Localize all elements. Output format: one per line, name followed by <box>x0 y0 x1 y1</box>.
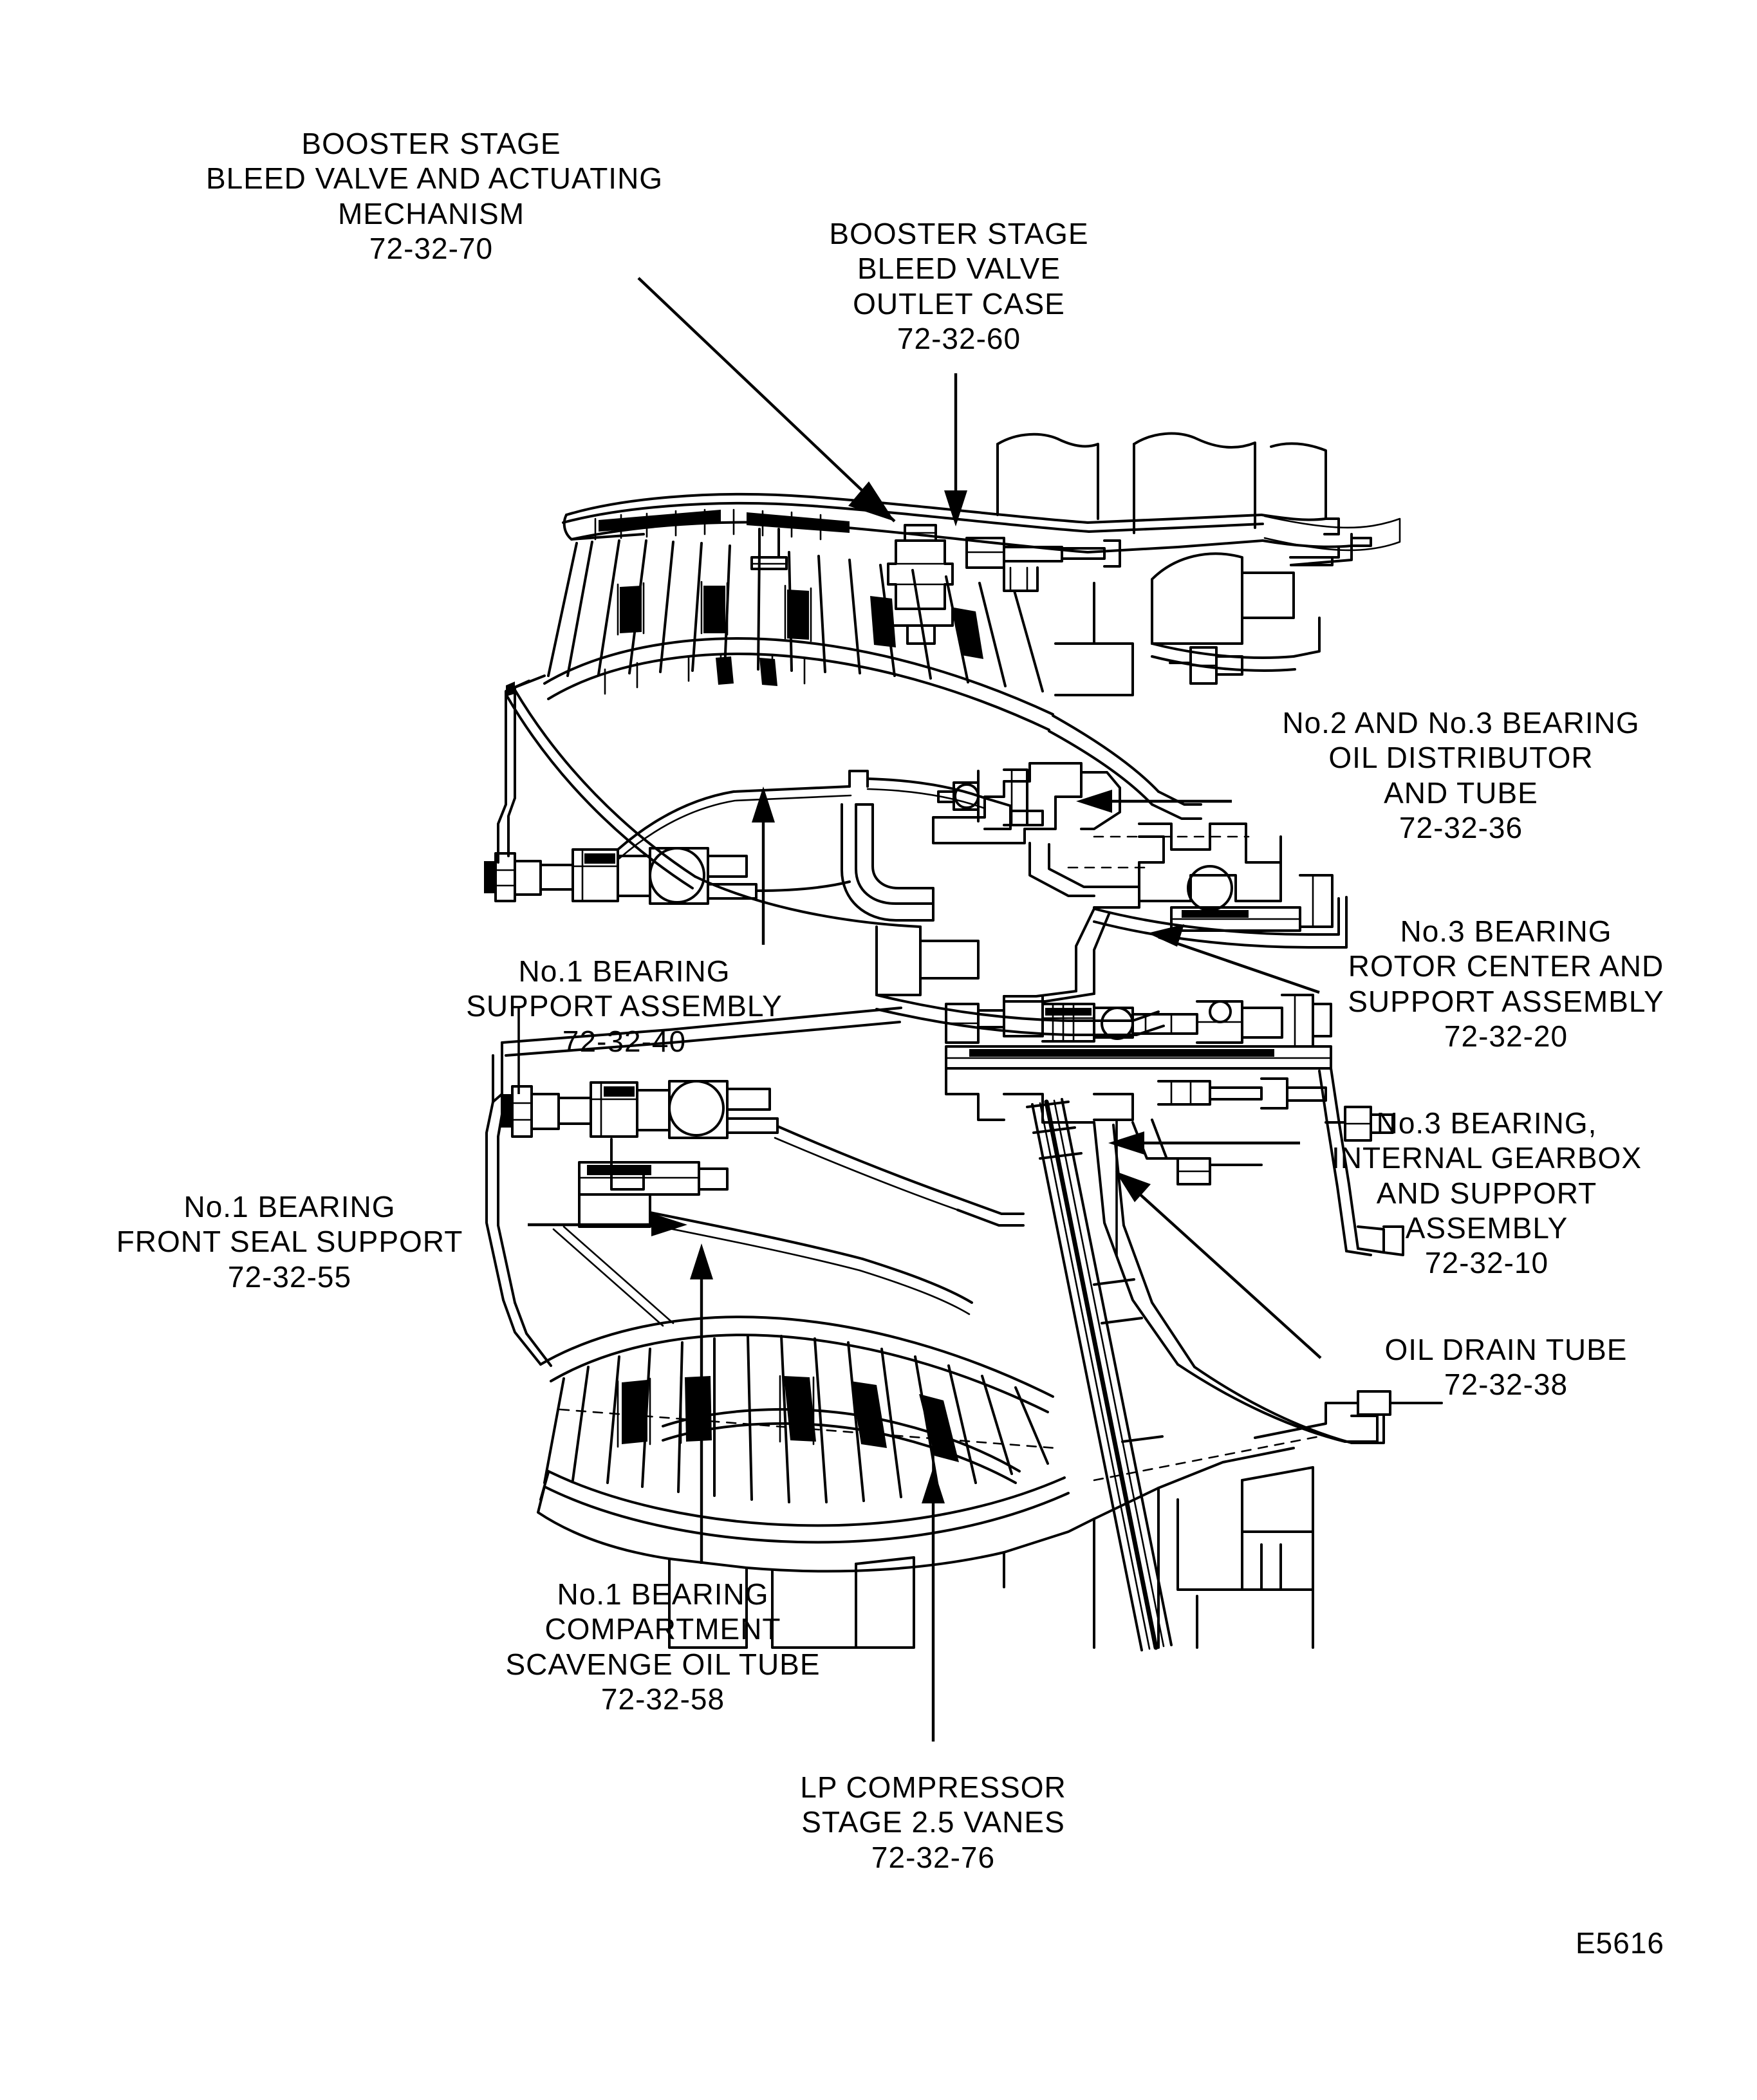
callout-line: No.2 AND No.3 BEARING <box>1282 706 1640 739</box>
oil-distributor-and-tube <box>841 762 1140 922</box>
callout-line: OIL DRAIN TUBE <box>1384 1333 1628 1366</box>
callout-line: COMPARTMENT <box>544 1612 781 1646</box>
callout-line: STAGE 2.5 VANES <box>801 1805 1065 1839</box>
callout-line: SUPPORT ASSEMBLY <box>1348 984 1664 1018</box>
callout-line: No.3 BEARING <box>1400 915 1612 948</box>
callout-line: SCAVENGE OIL TUBE <box>505 1647 821 1681</box>
callout-line: BLEED VALVE <box>857 252 1061 286</box>
callout-code: 72-32-10 <box>1424 1246 1549 1280</box>
callout-code: 72-32-76 <box>871 1840 996 1874</box>
callout-line: SUPPORT ASSEMBLY <box>466 989 783 1023</box>
core-fairing-lower-right <box>1093 1390 1443 1649</box>
callout-code: 72-32-20 <box>1444 1019 1568 1053</box>
callout-line: LP COMPRESSOR <box>800 1770 1066 1804</box>
callout-line: ROTOR CENTER AND <box>1348 949 1664 983</box>
callout-line: AND SUPPORT <box>1376 1176 1597 1210</box>
booster-vane-row-upper <box>547 539 1044 692</box>
callout-line: No.1 BEARING <box>518 954 730 988</box>
callout-line: ASSEMBLY <box>1405 1211 1568 1245</box>
callout-line: OUTLET CASE <box>853 286 1065 321</box>
callout-code: 72-32-38 <box>1444 1368 1568 1402</box>
callout-line: BOOSTER STAGE <box>829 217 1089 250</box>
callout-code: 72-32-36 <box>1399 810 1523 844</box>
no1-bearing-support-upper <box>484 770 1044 905</box>
booster-stage-case <box>497 432 1401 928</box>
center-split-panel <box>875 925 1165 1036</box>
callout-code: 72-32-55 <box>227 1259 352 1294</box>
callout-no3-bearing-internal-gearbox-support: No.3 BEARING, INTERNAL GEARBOX AND SUPPO… <box>1261 1106 1712 1280</box>
figure-reference-code: E5616 <box>1576 1926 1665 1960</box>
callout-booster-bleed-valve-outlet-case: BOOSTER STAGE BLEED VALVE OUTLET CASE 72… <box>779 216 1139 356</box>
lp-compressor-stage-vanes <box>539 1315 1070 1544</box>
callout-code: 72-32-60 <box>897 321 1021 355</box>
callout-no1-bearing-front-seal-support: No.1 BEARING FRONT SEAL SUPPORT 72-32-55 <box>45 1189 534 1294</box>
callout-line: AND TUBE <box>1384 776 1538 810</box>
callout-booster-bleed-valve-actuating: BOOSTER STAGE BLEED VALVE AND ACTUATING … <box>206 126 664 266</box>
callout-line: No.1 BEARING <box>183 1190 396 1223</box>
callout-lp-compressor-stage-2-5-vanes: LP COMPRESSOR STAGE 2.5 VANES 72-32-76 <box>727 1770 1139 1875</box>
callout-line: No.1 BEARING <box>557 1577 769 1611</box>
callout-line: OIL DISTRIBUTOR <box>1328 741 1594 775</box>
no1-bearing-front-seal-support <box>485 1007 1025 1367</box>
callout-code: 72-32-58 <box>600 1682 725 1716</box>
callout-code: 72-32-40 <box>562 1024 687 1058</box>
callout-line: No.3 BEARING, <box>1376 1106 1597 1140</box>
callout-line: BLEED VALVE AND ACTUATING <box>206 162 664 196</box>
callout-oil-drain-tube: OIL DRAIN TUBE 72-32-38 <box>1306 1332 1706 1402</box>
callout-no1-bearing-support-assembly: No.1 BEARING SUPPORT ASSEMBLY 72-32-40 <box>412 954 837 1059</box>
fan-outlet-panel <box>1054 552 1321 696</box>
callout-no1-bearing-compartment-scavenge-oil-tube: No.1 BEARING COMPARTMENT SCAVENGE OIL TU… <box>438 1577 888 1716</box>
callout-no2-no3-bearing-oil-distributor: No.2 AND No.3 BEARING OIL DISTRIBUTOR AN… <box>1216 705 1706 845</box>
callout-line: INTERNAL GEARBOX <box>1331 1141 1642 1175</box>
radial-drive-shaft <box>1026 1098 1173 1651</box>
callout-line: MECHANISM <box>337 196 525 230</box>
callout-line: BOOSTER STAGE <box>301 127 561 160</box>
callout-no3-bearing-rotor-center-support: No.3 BEARING ROTOR CENTER AND SUPPORT AS… <box>1281 914 1731 1054</box>
callout-code: 72-32-70 <box>369 231 494 265</box>
callout-line: FRONT SEAL SUPPORT <box>116 1225 463 1259</box>
